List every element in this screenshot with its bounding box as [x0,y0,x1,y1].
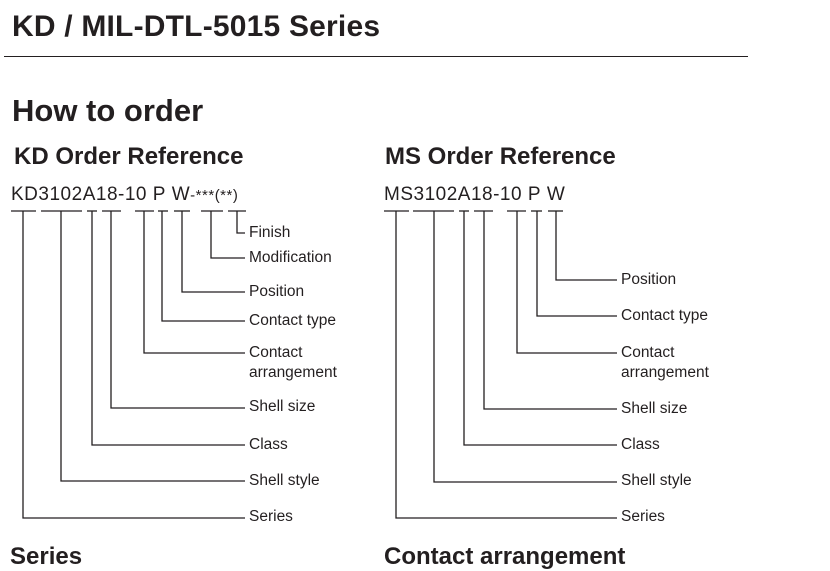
ms-code-position: W [546,184,566,205]
ms-code-contact-type: P [527,184,542,205]
kd-label-shell-style: Shell style [249,472,320,489]
ms-label-shell-style: Shell style [621,472,692,489]
section-title: How to order [12,93,204,128]
page-title: KD / MIL-DTL-5015 Series [12,10,381,43]
kd-leader-series [22,211,245,519]
ms-leader-shell-style [433,211,617,483]
ms-label-contact-type: Contact type [621,307,709,324]
ms-code-shell-size-arrangement: 18-10 [470,184,523,205]
ms-code-series: MS [384,184,414,205]
kd-label-contact-type: Contact type [249,312,337,329]
ms-code-shell-style: 3102 [413,184,458,205]
kd-leader-shell-size [110,211,245,409]
kd-code-shell-size-arrangement: 18-10 [95,184,147,205]
kd-leader-contact-arrangement [143,211,245,354]
ms-order-code: MS3102A18-10 P W [384,184,565,206]
ms-label-class: Class [621,436,660,453]
kd-order-code: KD3102A18-10 P W-***(**) [11,184,238,206]
ms-label-shell-size: Shell size [621,400,688,417]
ms-label-contact-arrangement-line2: arrangement [621,364,709,381]
kd-code-class: A [82,184,96,205]
kd-leader-modification [210,211,245,259]
kd-label-series: Series [249,508,293,525]
kd-code-position: W [171,184,191,205]
kd-code-contact-type: P [152,184,166,205]
ms-leader-series [395,211,617,519]
kd-label-contact-arrangement-line1: Contact [249,344,303,361]
ms-leader-contact-arrangement [516,211,617,354]
kd-leader-class [91,211,245,446]
kd-label-modification: Modification [249,249,332,266]
kd-order-reference-title: KD Order Reference [14,143,244,170]
kd-label-position: Position [249,283,305,300]
ms-order-reference-title: MS Order Reference [385,143,616,170]
kd-leader-contact-type [161,211,245,322]
kd-leader-finish [236,211,245,234]
kd-label-finish: Finish [249,224,291,241]
kd-label-shell-size: Shell size [249,398,316,415]
ms-label-position: Position [621,271,677,288]
ms-leader-shell-size [483,211,617,410]
kd-code-modification: -*** [190,187,215,204]
kd-leader-position [181,211,245,293]
ms-leader-class [463,211,617,446]
series-section-title: Series [10,543,83,570]
ms-label-contact-arrangement-line1: Contact [621,344,675,361]
kd-code-shell-style: 3102 [38,184,83,205]
ms-label-series: Series [621,508,665,525]
kd-label-contact-arrangement-line2: arrangement [249,364,337,381]
ms-code-class: A [457,184,471,205]
kd-code-finish: (**) [214,187,239,204]
title-divider [4,56,748,57]
kd-label-class: Class [249,436,288,453]
contact-arrangement-section-title: Contact arrangement [384,543,626,570]
ms-leader-contact-type [536,211,617,317]
kd-leader-shell-style [60,211,245,482]
ms-leader-position [555,211,617,281]
kd-code-series: KD [11,184,39,205]
